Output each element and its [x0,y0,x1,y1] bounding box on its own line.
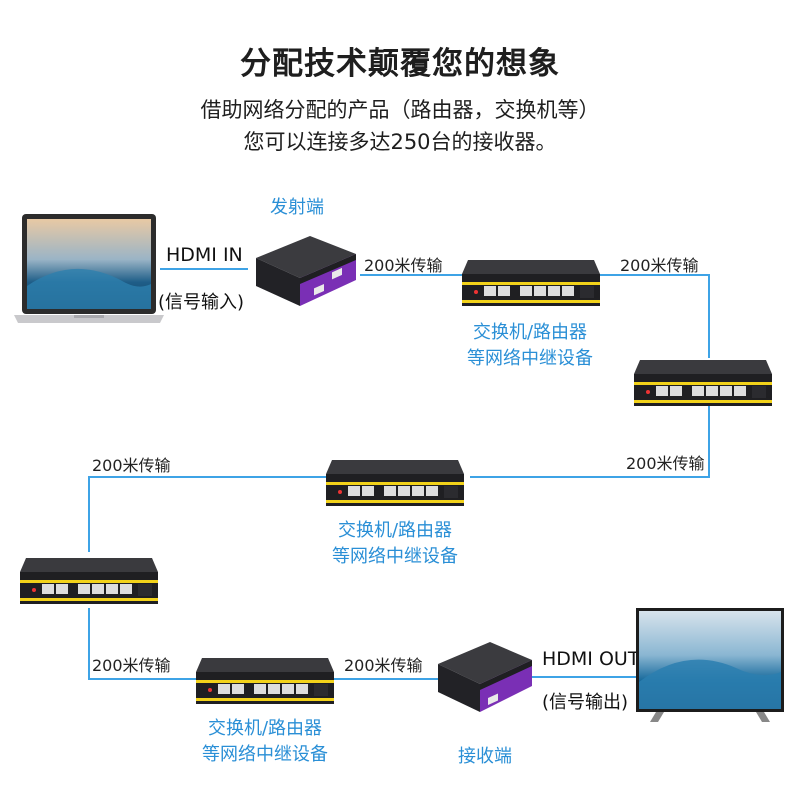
tv-icon [636,608,784,724]
switch-5-label-line2: 等网络中继设备 [175,740,355,766]
transmitter-label: 发射端 [270,193,324,219]
switch-5-label-line1: 交换机/路由器 [175,714,355,740]
switch-device-3-icon [326,452,464,508]
connector-left-switch5 [88,678,198,680]
switch-3-label-line1: 交换机/路由器 [305,516,485,542]
connector-left-down-2 [88,608,90,680]
transmitter-device-icon [252,228,358,310]
connector-switch3-left [90,476,326,478]
subtitle-line-2: 您可以连接多达250台的接收器。 [0,126,800,156]
switch-device-4-icon [20,550,158,606]
transfer-label-2: 200米传输 [620,252,699,276]
connector-right-down-2 [708,406,710,478]
connector-left-down-1 [88,476,90,552]
connector-right-down-1 [708,274,710,358]
connector-switch3-right [470,476,710,478]
connector-laptop-tx [160,268,248,270]
switch-device-2-icon [634,352,772,408]
transfer-label-4: 200米传输 [92,452,171,476]
switch-device-5-icon [196,650,334,706]
hdmi-in-label: HDMI IN [166,244,243,266]
switch-1-label-line1: 交换机/路由器 [440,318,620,344]
transfer-label-5: 200米传输 [92,652,171,676]
receiver-device-icon [434,636,534,718]
switch-3-label-line2: 等网络中继设备 [305,542,485,568]
hdmi-in-note: (信号输入) [158,288,244,314]
transfer-label-3: 200米传输 [626,450,705,474]
connector-switch5-rx [332,678,442,680]
subtitle-line-1: 借助网络分配的产品（路由器，交换机等） [0,94,800,124]
hdmi-out-note: (信号输出) [542,688,628,714]
connector-rx-tv [530,676,640,678]
transfer-label-6: 200米传输 [344,652,423,676]
transfer-label-1: 200米传输 [364,252,443,276]
receiver-label: 接收端 [458,742,512,768]
page-title: 分配技术颠覆您的想象 [0,38,800,83]
switch-1-label-line2: 等网络中继设备 [440,344,620,370]
hdmi-out-label: HDMI OUT [542,648,639,670]
switch-device-1-icon [462,252,600,308]
laptop-icon [14,214,164,330]
